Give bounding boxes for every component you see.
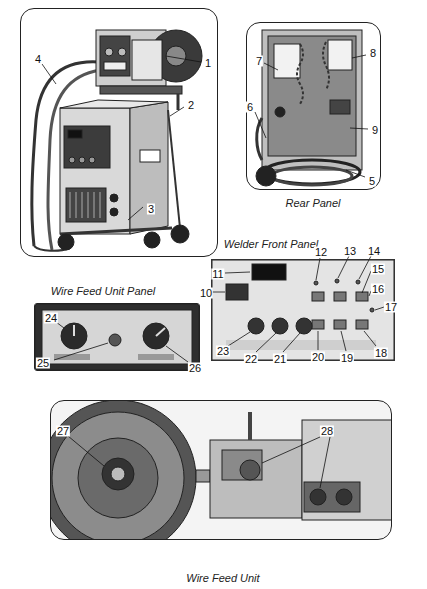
- callout-number: 1: [204, 58, 212, 69]
- callout-number: 20: [311, 352, 325, 363]
- callout-number: 21: [273, 354, 287, 365]
- callout-number: 26: [188, 363, 202, 374]
- panel-heading: Wire Feed Unit: [186, 573, 259, 584]
- callout-number: 10: [199, 288, 213, 299]
- picture-frame: Welder Front Panel1213141115101617232221…: [211, 259, 395, 361]
- callout-number: 5: [368, 176, 376, 187]
- callout-number: 7: [255, 56, 263, 67]
- panel-heading: Wire Feed Unit Panel: [51, 286, 155, 297]
- callout-number: 22: [244, 354, 258, 365]
- leader-lines: [255, 55, 368, 177]
- callout-number: 27: [56, 426, 70, 437]
- picture-frame: Wire Feed Unit Panel242526: [34, 303, 200, 371]
- callout-number: 19: [340, 353, 354, 364]
- callout-number: 24: [44, 313, 58, 324]
- callout-number: 8: [369, 48, 377, 59]
- callout-number: 16: [371, 284, 385, 295]
- callout-number: 9: [371, 125, 379, 136]
- callout-number: 15: [371, 264, 385, 275]
- callout-number: 17: [384, 302, 398, 313]
- panel-heading: Rear Panel: [285, 198, 340, 209]
- callout-number: 12: [314, 247, 328, 258]
- callout-number: 3: [147, 204, 155, 215]
- feed-unit-picture: [51, 401, 391, 539]
- callout-number: 11: [211, 269, 224, 280]
- front-panel-picture: [212, 256, 394, 360]
- callout-number: 25: [36, 358, 50, 369]
- callout-number: 28: [320, 426, 334, 437]
- callout-number: 18: [374, 348, 388, 359]
- picture-frame: Rear Panel78695: [246, 22, 381, 190]
- picture-frame: Wire Feed Unit2728: [50, 400, 392, 540]
- welder-picture: [32, 30, 202, 251]
- callout-number: 14: [367, 246, 381, 257]
- callout-number: 23: [216, 346, 230, 357]
- rear-panel-picture: [256, 30, 362, 186]
- callout-number: 13: [343, 246, 357, 257]
- feed-panel-picture: [35, 304, 199, 370]
- callout-number: 2: [187, 100, 195, 111]
- callout-number: 6: [246, 102, 254, 113]
- picture-frame: 4 1 2 3: [20, 8, 218, 257]
- callout-number: 4: [34, 54, 42, 65]
- panel-heading: Welder Front Panel: [224, 239, 319, 250]
